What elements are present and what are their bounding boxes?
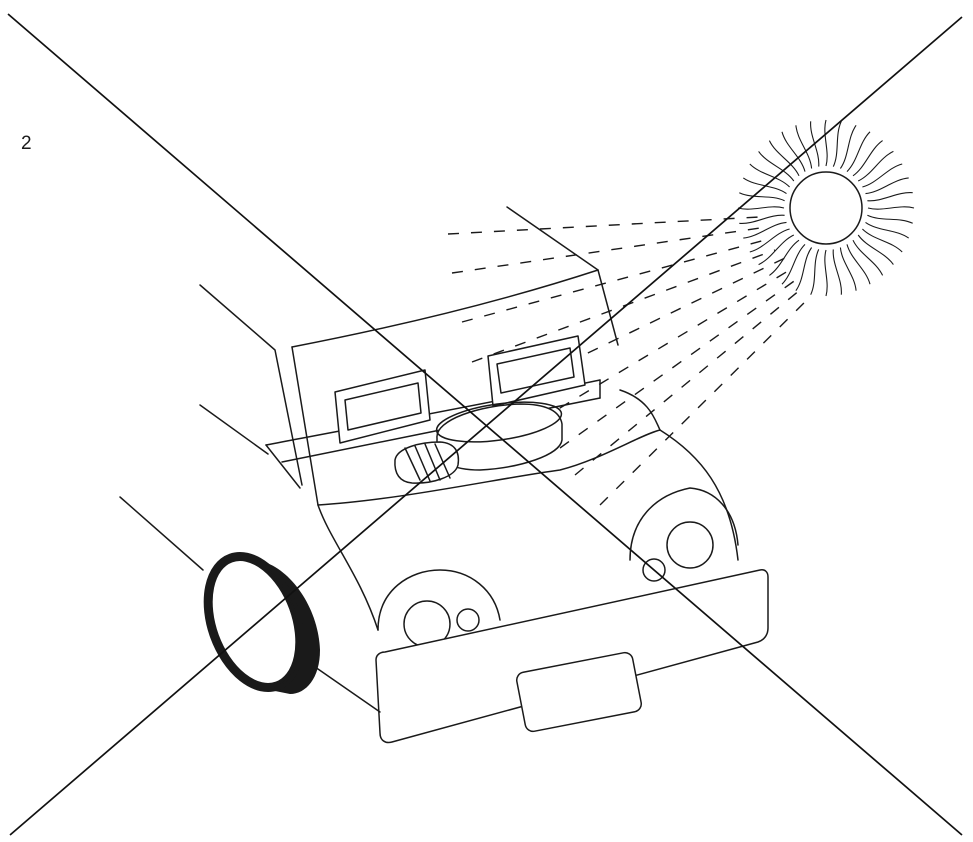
sun-ray xyxy=(769,240,799,275)
sun-ray xyxy=(739,193,784,201)
sun-ray xyxy=(847,244,870,284)
sun-ray xyxy=(825,250,827,296)
sun-ray xyxy=(750,229,790,252)
sun-ray xyxy=(833,249,841,294)
sun-ray xyxy=(825,120,827,166)
sun-ray xyxy=(858,235,893,265)
sun-ray xyxy=(782,132,805,172)
sun-ray xyxy=(759,235,794,265)
sun-ray xyxy=(840,248,856,291)
sun-ray xyxy=(833,121,841,166)
sun-ray xyxy=(862,164,902,187)
sun-ray xyxy=(739,215,784,223)
sun-ray xyxy=(853,141,883,176)
sun-ray xyxy=(853,240,883,275)
dash-box-left xyxy=(335,370,430,443)
tire xyxy=(191,544,320,701)
car-icon xyxy=(120,207,768,743)
sun-ray xyxy=(743,222,786,238)
sun-ray xyxy=(738,207,784,209)
sun-ray xyxy=(867,215,912,223)
dash-box-right xyxy=(488,336,585,406)
sun-ray xyxy=(866,178,909,194)
sun-ray xyxy=(811,249,819,294)
sun-ray xyxy=(858,151,893,181)
sun-ray xyxy=(868,207,914,209)
sun-ray xyxy=(796,125,812,168)
sun-icon xyxy=(738,120,914,296)
sun-ray xyxy=(867,193,912,201)
